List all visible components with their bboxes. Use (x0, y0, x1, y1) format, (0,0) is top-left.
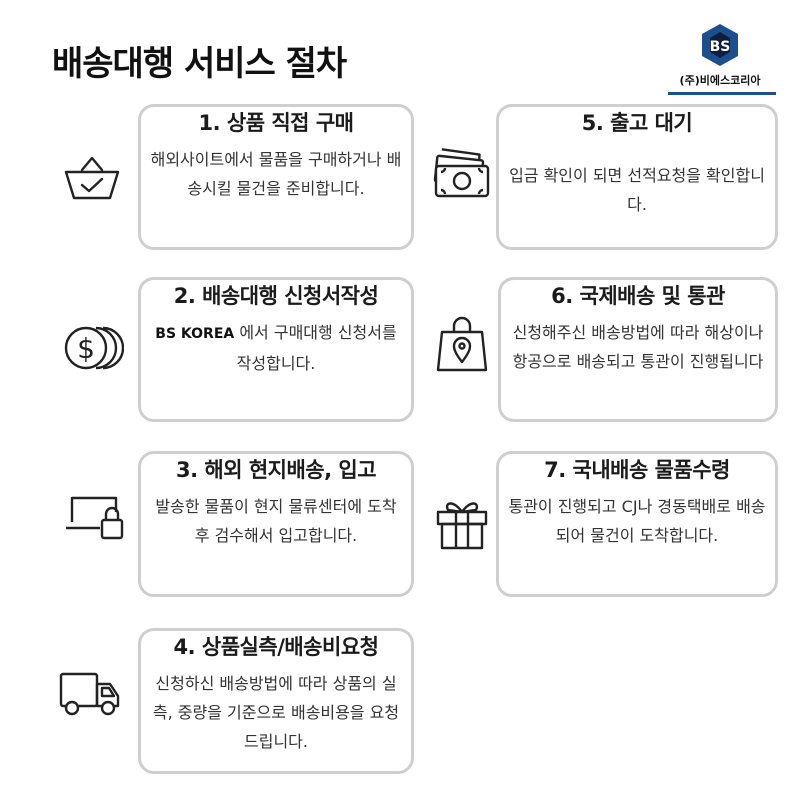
coins-icon: $ (60, 316, 125, 380)
step-card-5: 5. 출고 대기 입금 확인이 되면 선적요청을 확인합니다. (496, 104, 778, 250)
step-card-6: 6. 국제배송 및 통관 신청해주신 배송방법에 따라 해상이나 항공으로 배송… (498, 277, 778, 422)
step-description: BS KOREA 에서 구매대행 신청서를 작성합니다. (155, 323, 397, 373)
logo-underline (668, 92, 776, 95)
step-title: 7. 국내배송 물품수령 (544, 458, 730, 482)
logo-text: (주)비에스코리아 (679, 74, 761, 87)
step-title: 3. 해외 현지배송, 입고 (175, 458, 377, 482)
svg-text:BS: BS (710, 39, 731, 55)
step-description: 신청하신 배송방법에 따라 상품의 실측, 중량을 기준으로 배송비용을 요청드… (152, 674, 400, 751)
step-description: 발송한 물품이 현지 물류센터에 도착 후 검수해서 입고합니다. (155, 497, 397, 545)
step-description: 통관이 진행되고 CJ나 경동택배로 배송되어 물건이 도착합니다. (508, 497, 766, 545)
step-card-2: 2. 배송대행 신청서작성 BS KOREA 에서 구매대행 신청서를 작성합니… (138, 277, 414, 422)
step-title: 2. 배송대행 신청서작성 (173, 284, 379, 308)
company-logo: BS (주)비에스코리아 (664, 22, 776, 98)
step-description: 신청해주신 배송방법에 따라 해상이나 항공으로 배송되고 통관이 진행됩니다 (512, 323, 764, 371)
step-card-3: 3. 해외 현지배송, 입고 발송한 물품이 현지 물류센터에 도착 후 검수해… (138, 451, 414, 597)
step-card-7: 7. 국내배송 물품수령 통관이 진행되고 CJ나 경동택배로 배송되어 물건이… (496, 451, 778, 597)
step-title: 1. 상품 직접 구매 (198, 111, 354, 135)
page-title: 배송대행 서비스 절차 (52, 44, 347, 84)
step-card-4: 4. 상품실측/배송비요청 신청하신 배송방법에 따라 상품의 실측, 중량을 … (138, 628, 414, 774)
step-title: 5. 출고 대기 (581, 111, 693, 135)
gift-box-icon (430, 490, 494, 554)
step-description: 해외사이트에서 물품을 구매하거나 배송시킬 물건을 준비합니다. (150, 150, 402, 198)
logo-mark-icon: BS (702, 24, 738, 66)
laptop-lock-icon (64, 486, 128, 550)
step-title: 6. 국제배송 및 통관 (551, 284, 725, 308)
step-description: 입금 확인이 되면 선적요청을 확인합니다. (509, 166, 765, 214)
shopping-basket-icon (60, 148, 124, 212)
step-title: 4. 상품실측/배송비요청 (173, 635, 379, 659)
money-stack-icon (430, 144, 494, 208)
step-card-1: 1. 상품 직접 구매 해외사이트에서 물품을 구매하거나 배송시킬 물건을 준… (138, 104, 414, 250)
delivery-truck-icon (58, 660, 122, 724)
brand-name: BS KOREA (155, 326, 235, 342)
svg-text:$: $ (77, 332, 95, 365)
location-bag-icon (430, 314, 494, 378)
